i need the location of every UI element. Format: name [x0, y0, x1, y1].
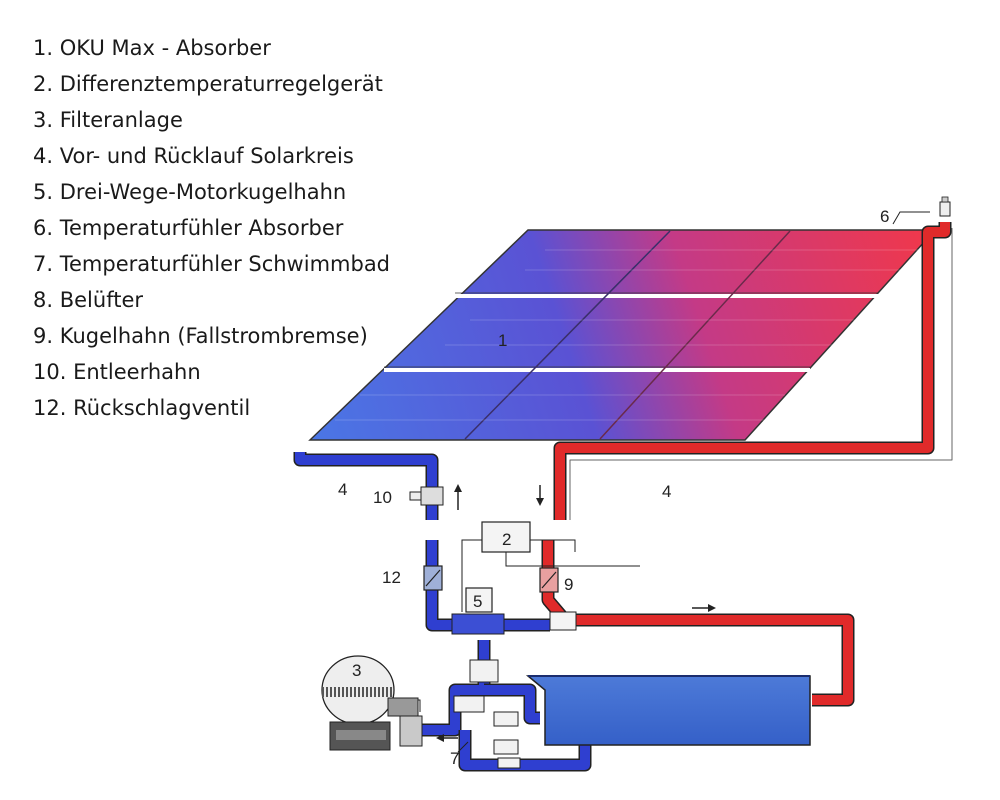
supply-right-number: 4 [662, 482, 671, 501]
legend-item: 5. Drei-Wege-Motorkugelhahn [33, 174, 390, 210]
absorber-sensor-number: 6 [880, 207, 889, 226]
check-valve-number: 12 [382, 568, 401, 587]
legend-item-number: 7. [33, 252, 54, 276]
legend-item-number: 6. [33, 216, 54, 240]
legend-item: 4. Vor- und Rücklauf Solarkreis [33, 138, 390, 174]
pool-sensor-number: 7 [450, 749, 459, 768]
absorber-number: 1 [498, 331, 507, 350]
controller-number: 2 [502, 530, 511, 549]
filter-unit: 3 [321, 655, 423, 751]
legend-item: 3. Filteranlage [33, 102, 390, 138]
legend-item-number: 5. [33, 180, 54, 204]
legend-item-number: 4. [33, 144, 54, 168]
legend-item-text: Differenztemperaturregelgerät [59, 72, 383, 96]
flow-arrow-down-head [536, 498, 544, 506]
pool-fittings [453, 659, 521, 769]
legend-item-number: 10. [33, 360, 67, 384]
legend-item-text: Temperaturfühler Schwimmbad [59, 252, 391, 276]
legend-item-text: Vor- und Rücklauf Solarkreis [59, 144, 354, 168]
temperature-controller: 2 [461, 521, 640, 612]
legend-item-number: 9. [33, 324, 54, 348]
filter-number: 3 [352, 661, 361, 680]
legend-item: 8. Belüfter [33, 282, 390, 318]
legend-item-text: OKU Max - Absorber [59, 36, 271, 60]
legend-item-number: 12. [33, 396, 67, 420]
three-way-valve: 5 [451, 587, 505, 635]
drain-valve-number: 10 [373, 488, 392, 507]
solar-absorber-panel: 1 [308, 229, 937, 441]
flow-arrow-left-head [436, 734, 444, 742]
flow-arrow-right-head [708, 604, 716, 612]
legend-item: 7. Temperaturfühler Schwimmbad [33, 246, 390, 282]
legend-item: 6. Temperaturfühler Absorber [33, 210, 390, 246]
legend-item-text: Filteranlage [59, 108, 183, 132]
supply-left-number: 4 [338, 480, 347, 499]
legend-item-text: Drei-Wege-Motorkugelhahn [59, 180, 347, 204]
legend-item-text: Kugelhahn (Fallstrombremse) [59, 324, 368, 348]
legend-item: 10. Entleerhahn [33, 354, 390, 390]
legend-item: 12. Rückschlagventil [33, 390, 390, 426]
legend-item-number: 2. [33, 72, 54, 96]
legend-item-text: Rückschlagventil [73, 396, 251, 420]
legend-item: 9. Kugelhahn (Fallstrombremse) [33, 318, 390, 354]
legend-item: 1. OKU Max - Absorber [33, 30, 390, 66]
swimming-pool [525, 675, 811, 746]
legend-item-text: Belüfter [59, 288, 144, 312]
three-way-valve-number: 5 [473, 592, 482, 611]
drain-valve: 10 [373, 484, 462, 510]
ball-valve: 9 [539, 567, 573, 594]
absorber-sensor: 6 [880, 196, 951, 226]
legend-item-number: 8. [33, 288, 54, 312]
pipe-junction [549, 611, 577, 631]
ball-valve-number: 9 [564, 575, 573, 594]
legend-item-text: Temperaturfühler Absorber [59, 216, 344, 240]
legend-item: 2. Differenztemperaturregelgerät [33, 66, 390, 102]
legend-item-number: 3. [33, 108, 54, 132]
legend-item-text: Entleerhahn [73, 360, 201, 384]
check-valve: 12 [382, 565, 443, 591]
legend-item-number: 1. [33, 36, 54, 60]
